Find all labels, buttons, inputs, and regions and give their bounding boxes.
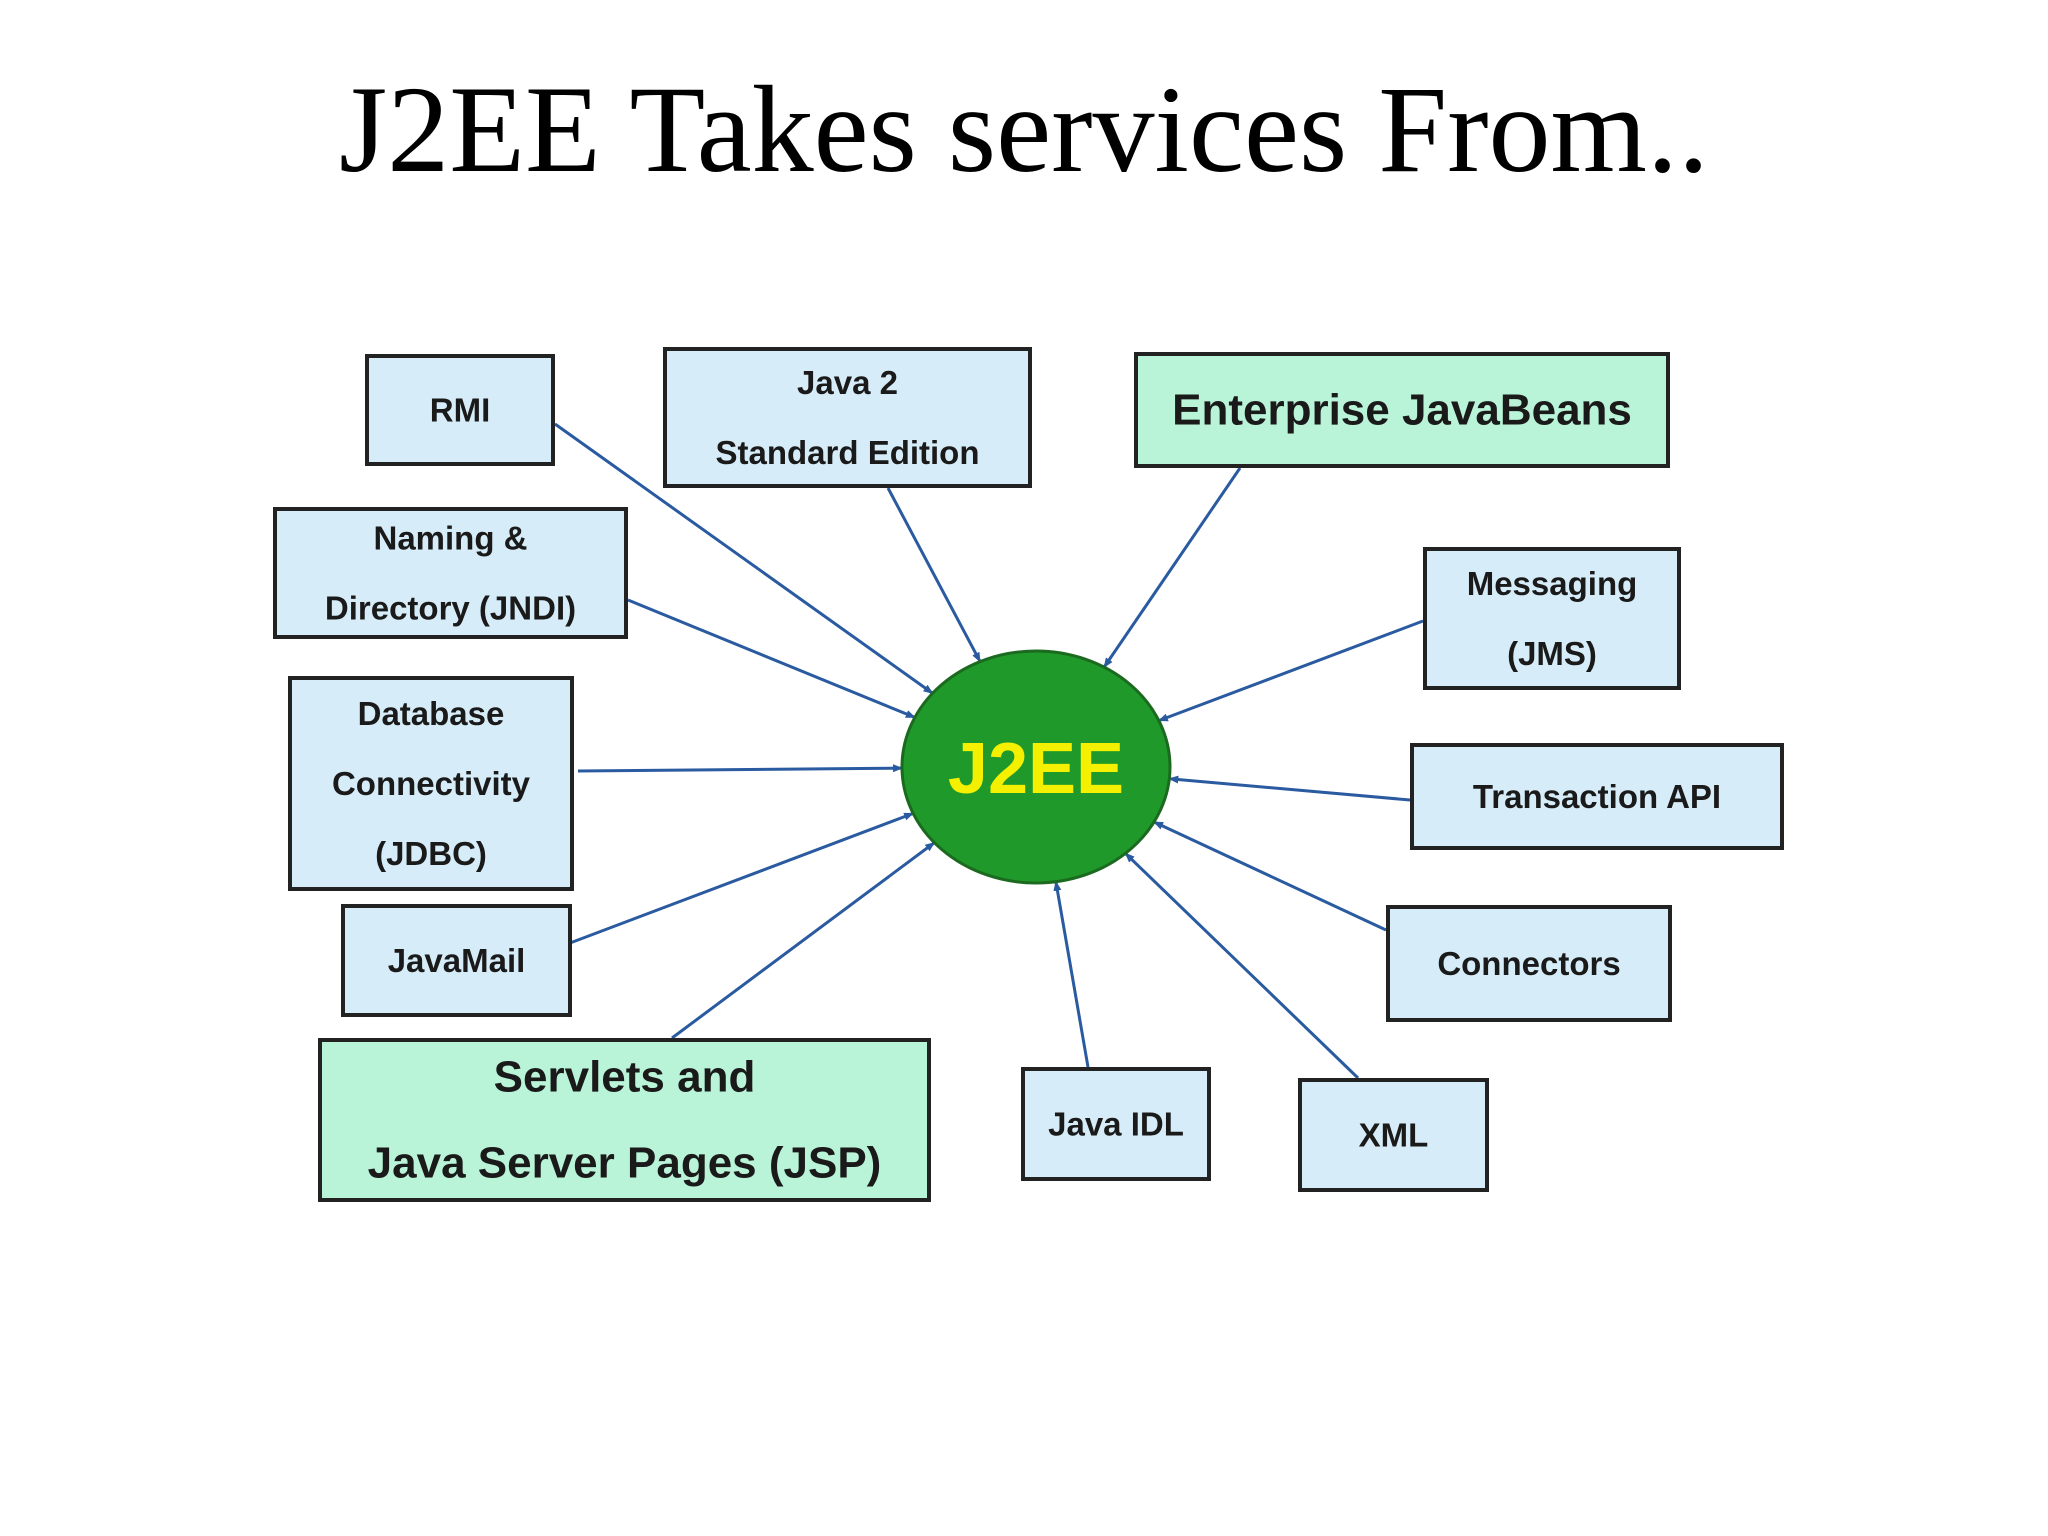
service-label: JavaMail [388,942,526,979]
service-box-frame [1134,352,1670,468]
arrow-java2-se-to-j2ee [886,487,982,663]
service-box-java2-se: Java 2 Standard Edition [663,347,1032,488]
service-box-jms: Messaging (JMS) [1423,547,1681,690]
service-label: RMI [430,392,491,429]
arrow-ejb-to-j2ee [1102,467,1242,668]
service-label: Naming & [373,520,527,557]
j2ee-hub-ellipse [900,649,1172,885]
arrow-javamail-to-j2ee [569,811,915,945]
service-box-frame [273,507,628,639]
service-box-connectors: Connectors [1386,905,1672,1022]
arrow-jndi-to-j2ee [627,598,916,719]
service-box-frame [1298,1078,1489,1192]
service-box-javamail: JavaMail [341,904,572,1017]
arrow-jdbc-to-j2ee [577,764,904,773]
service-label: Messaging [1467,565,1638,602]
service-box-transaction-api: Transaction API [1410,743,1784,850]
service-box-frame [663,347,1032,488]
service-box-frame [1021,1067,1211,1181]
service-box-ejb: Enterprise JavaBeans [1134,352,1670,468]
arrow-servlets-jsp-to-j2ee [671,841,936,1040]
arrow-xml-to-j2ee [1124,852,1360,1080]
service-box-frame [1410,743,1784,850]
arrow-java-idl-to-j2ee [1053,880,1090,1068]
service-label: Standard Edition [716,434,980,471]
service-label: Connectivity [332,765,531,802]
service-label: Transaction API [1473,778,1721,815]
arrow-transaction-api-to-j2ee [1168,775,1411,802]
service-box-frame [341,904,572,1017]
arrow-connectors-to-j2ee [1153,820,1387,932]
service-boxes-layer: RMI Java 2 Standard Edition Enterprise Java… [273,347,1784,1202]
service-box-frame [318,1038,931,1202]
service-label: Java 2 [797,364,898,401]
service-box-jndi: Naming & Directory (JNDI) [273,507,628,639]
service-label: XML [1359,1117,1429,1154]
service-label: Directory (JNDI) [325,590,576,627]
service-box-rmi: RMI [365,354,555,466]
service-label: Enterprise JavaBeans [1172,386,1632,435]
service-label: Database [358,695,505,732]
service-label: Java Server Pages (JSP) [368,1139,882,1188]
service-label: (JMS) [1507,635,1597,672]
service-label: (JDBC) [375,835,487,872]
service-box-frame [1423,547,1681,690]
arrow-rmi-to-j2ee [554,422,934,695]
j2ee-hub-label: J2EE [948,729,1124,809]
service-label: Connectors [1437,945,1620,982]
service-box-java-idl: Java IDL [1021,1067,1211,1181]
service-label: Servlets and [494,1053,756,1102]
arrows-layer [554,422,1424,1080]
service-box-frame [288,676,574,891]
service-label: Java IDL [1048,1106,1184,1143]
j2ee-hub: J2EE [900,649,1172,885]
arrow-jms-to-j2ee [1157,619,1424,723]
service-box-frame [365,354,555,466]
service-box-xml: XML [1298,1078,1489,1192]
service-box-frame [1386,905,1672,1022]
slide-title: J2EE Takes services From.. [339,61,1709,198]
